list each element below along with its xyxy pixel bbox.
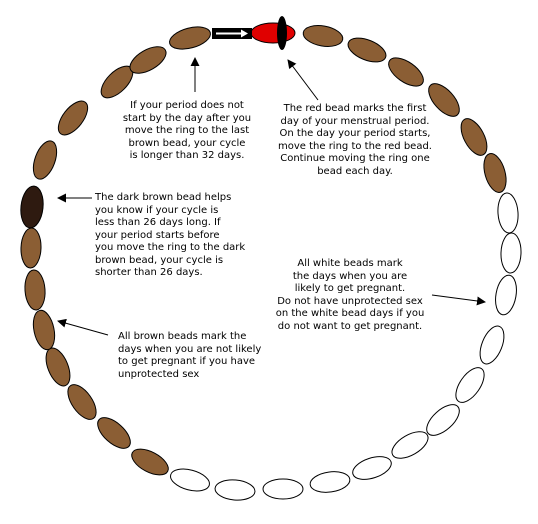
white-bead: [262, 478, 304, 500]
brown-bead: [131, 448, 169, 476]
red-bead-note: The red bead marks the first day of your…: [278, 103, 432, 177]
white-bead: [426, 404, 460, 436]
white-bead: [352, 456, 392, 480]
arrow-to-red-bead: [287, 59, 319, 101]
white-beads-note: All white beads mark the days when you a…: [275, 258, 425, 332]
brown-bead: [428, 83, 460, 117]
red-bead: [250, 22, 296, 44]
brown-bead: [24, 269, 46, 311]
brown-bead: [67, 384, 97, 420]
white-bead: [309, 471, 351, 493]
arrow-to-white-bead: [431, 294, 486, 306]
brown-bead: [347, 37, 387, 63]
brown-bead: [20, 227, 42, 269]
white-bead: [455, 367, 485, 403]
brown-bead: [388, 57, 424, 87]
dark-brown-bead: [20, 185, 44, 229]
white-bead: [479, 325, 505, 365]
brown-bead: [460, 118, 488, 156]
white-bead: [500, 232, 522, 274]
brown-bead: [483, 153, 507, 193]
brown-bead: [302, 25, 344, 47]
white-bead: [495, 274, 517, 316]
white-bead: [170, 468, 210, 492]
brown-bead: [32, 309, 56, 351]
white-bead: [497, 192, 519, 234]
arrow-to-brown-bead: [57, 318, 109, 336]
brown-bead: [97, 417, 131, 449]
brown-bead: [32, 140, 58, 180]
brown-bead: [57, 100, 89, 136]
dark-brown-bead-note: The dark brown bead helps you know if yo…: [95, 192, 246, 278]
white-bead: [391, 431, 429, 459]
last-brown-bead-note: If your period does not start by the day…: [122, 100, 252, 161]
brown-beads-note: All brown beads mark the days when you a…: [118, 331, 262, 380]
ring-marker-icon: [277, 16, 287, 50]
arrow-ring-icon: [212, 28, 252, 39]
white-bead: [214, 479, 256, 501]
brown-bead: [169, 26, 211, 50]
brown-bead: [45, 347, 71, 387]
brown-bead: [129, 46, 167, 74]
